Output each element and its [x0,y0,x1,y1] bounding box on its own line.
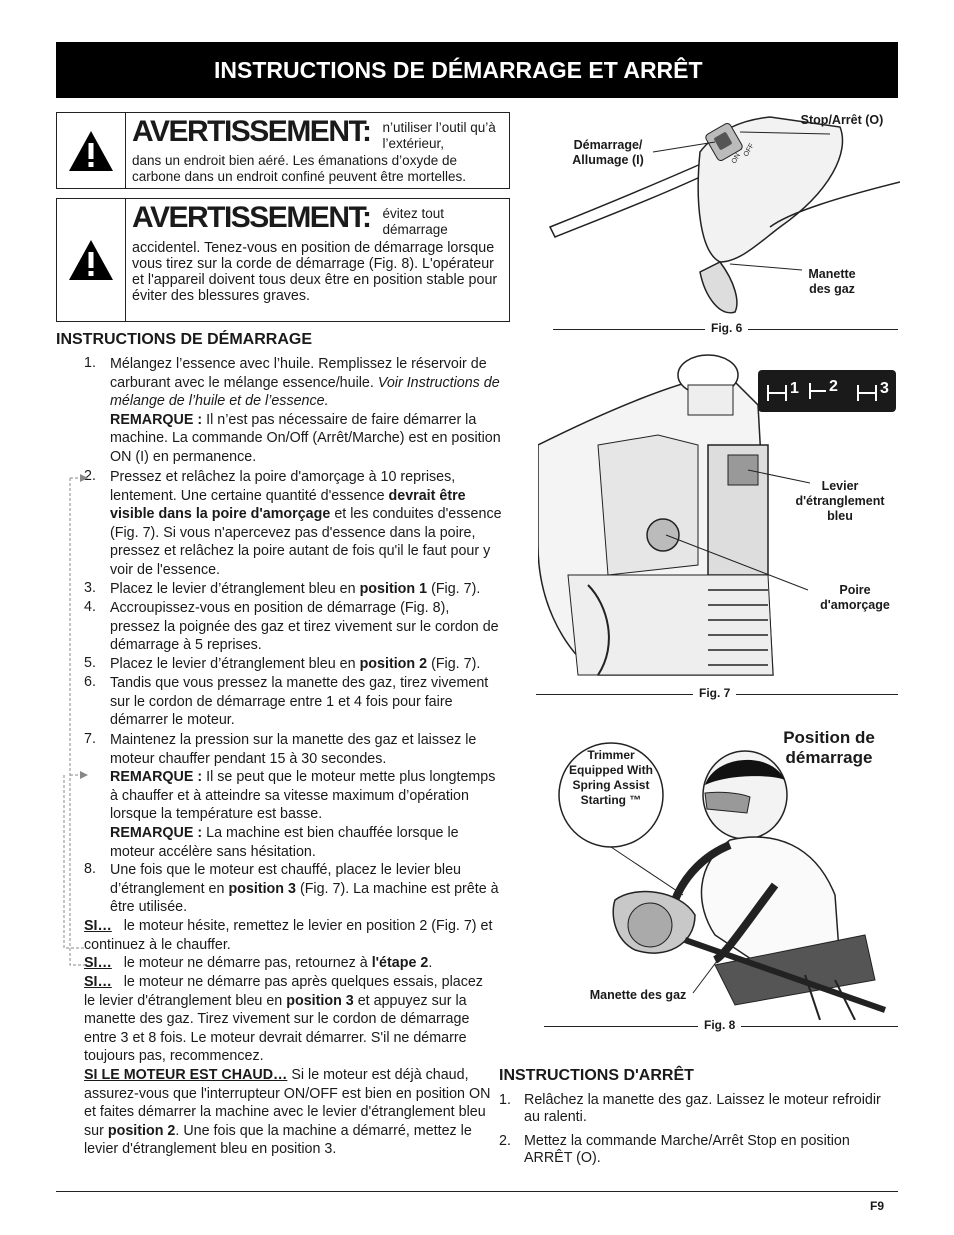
fig7-caption: Fig. 7 [693,686,737,700]
start-heading: INSTRUCTIONS DE DÉMARRAGE [56,331,313,348]
fig8-position-label: Position de démarrage [783,728,875,767]
stop-step-2: Mettez la commande Marche/Arrêt Stop en … [524,1133,850,1166]
warning-triangle-icon [69,130,113,171]
step-1: Mélangez l’essence avec l’huile. Remplis… [110,356,501,465]
step-8: Une fois que le moteur est chauffé, plac… [110,862,499,916]
stop-heading: INSTRUCTIONS D'ARRÊT [499,1067,694,1084]
step-3: Placez le levier d’étranglement bleu en … [110,581,481,597]
footer-rule [56,1191,898,1192]
stop-step-1: Relâchez la manette des gaz. Laissez le … [524,1092,881,1125]
warning-triangle-icon [69,240,113,280]
warning-title: AVERTISSEMENT: [132,115,372,148]
step-5: Placez le levier d’étranglement bleu en … [110,656,481,672]
fig6-stop-label: Stop/Arrêt (O) [800,113,884,127]
step-6: Tandis que vous pressez la manette des g… [110,675,489,729]
if-engine-hot: SI LE MOTEUR EST CHAUD… Si le moteur est… [84,1067,491,1158]
warning-text-a: évitez tout démarrage [382,206,448,237]
step-number: 2. [84,468,96,484]
choke-position-3-text: 3 [880,380,889,397]
step-2: Pressez et relâchez la poire d'amorçage … [110,469,502,578]
warning-text-a: n’utiliser l’outil qu’à l’extérieur, [382,120,496,151]
step-number: 6. [84,674,96,690]
fig6-throttle-label: Manette des gaz [808,267,856,296]
step-number: 1. [84,355,96,371]
fig8-caption: Fig. 8 [698,1018,742,1032]
choke-position-1-text: 1 [790,380,799,397]
step-number: 4. [84,599,96,615]
fig6-caption: Fig. 6 [705,321,749,335]
fig6-handle-illustration: ON OFF [548,116,900,314]
step-7: Maintenez la pression sur la manette des… [110,732,496,860]
step-number: 7. [84,731,96,747]
fig6-start-label: Démarrage/ Allumage (I) [572,138,644,167]
warning-box-outdoor: AVERTISSEMENT: n’utiliser l’outil qu’à l… [56,112,510,189]
step-number: 5. [84,655,96,671]
step-number: 8. [84,861,96,877]
if-no-start: SI… le moteur ne démarre pas, retournez … [84,955,433,971]
loop-arrows [63,474,88,966]
fig8-spring-assist-badge: Trimmer Equipped With Spring Assist Star… [569,748,653,807]
page-number: F9 [870,1199,885,1213]
fig8-operator-illustration [558,742,886,1020]
warning-box-start: AVERTISSEMENT: évitez tout démarrage acc… [56,198,510,322]
step-number: 1. [499,1092,511,1108]
fig7-choke-label: Levier d'étranglement bleu [795,479,885,523]
if-no-start-after-tries: SI… le moteur ne démarre pas après quelq… [84,974,483,1065]
step-number: 2. [499,1133,511,1149]
page-banner: INSTRUCTIONS DE DÉMARRAGE ET ARRÊT [56,42,898,98]
fig8-throttle-label: Manette des gaz [589,988,687,1002]
warning-text-b: accidentel. Tenez-vous en position de dé… [132,240,498,304]
fig7-engine-illustration: 1 2 3 [538,354,896,676]
if-hesitates: SI… le moteur hésite, remettez le levier… [84,918,493,953]
fig6-on-text: ON [731,152,742,165]
warning-title: AVERTISSEMENT: [132,201,372,234]
warning-text-b: dans un endroit bien aéré. Les émanation… [132,153,466,184]
step-number: 3. [84,580,96,596]
step-4: Accroupissez-vous en position de démarra… [110,600,499,654]
fig7-primer-label: Poire d'amorçage [820,583,890,612]
choke-position-2-text: 2 [829,378,838,395]
